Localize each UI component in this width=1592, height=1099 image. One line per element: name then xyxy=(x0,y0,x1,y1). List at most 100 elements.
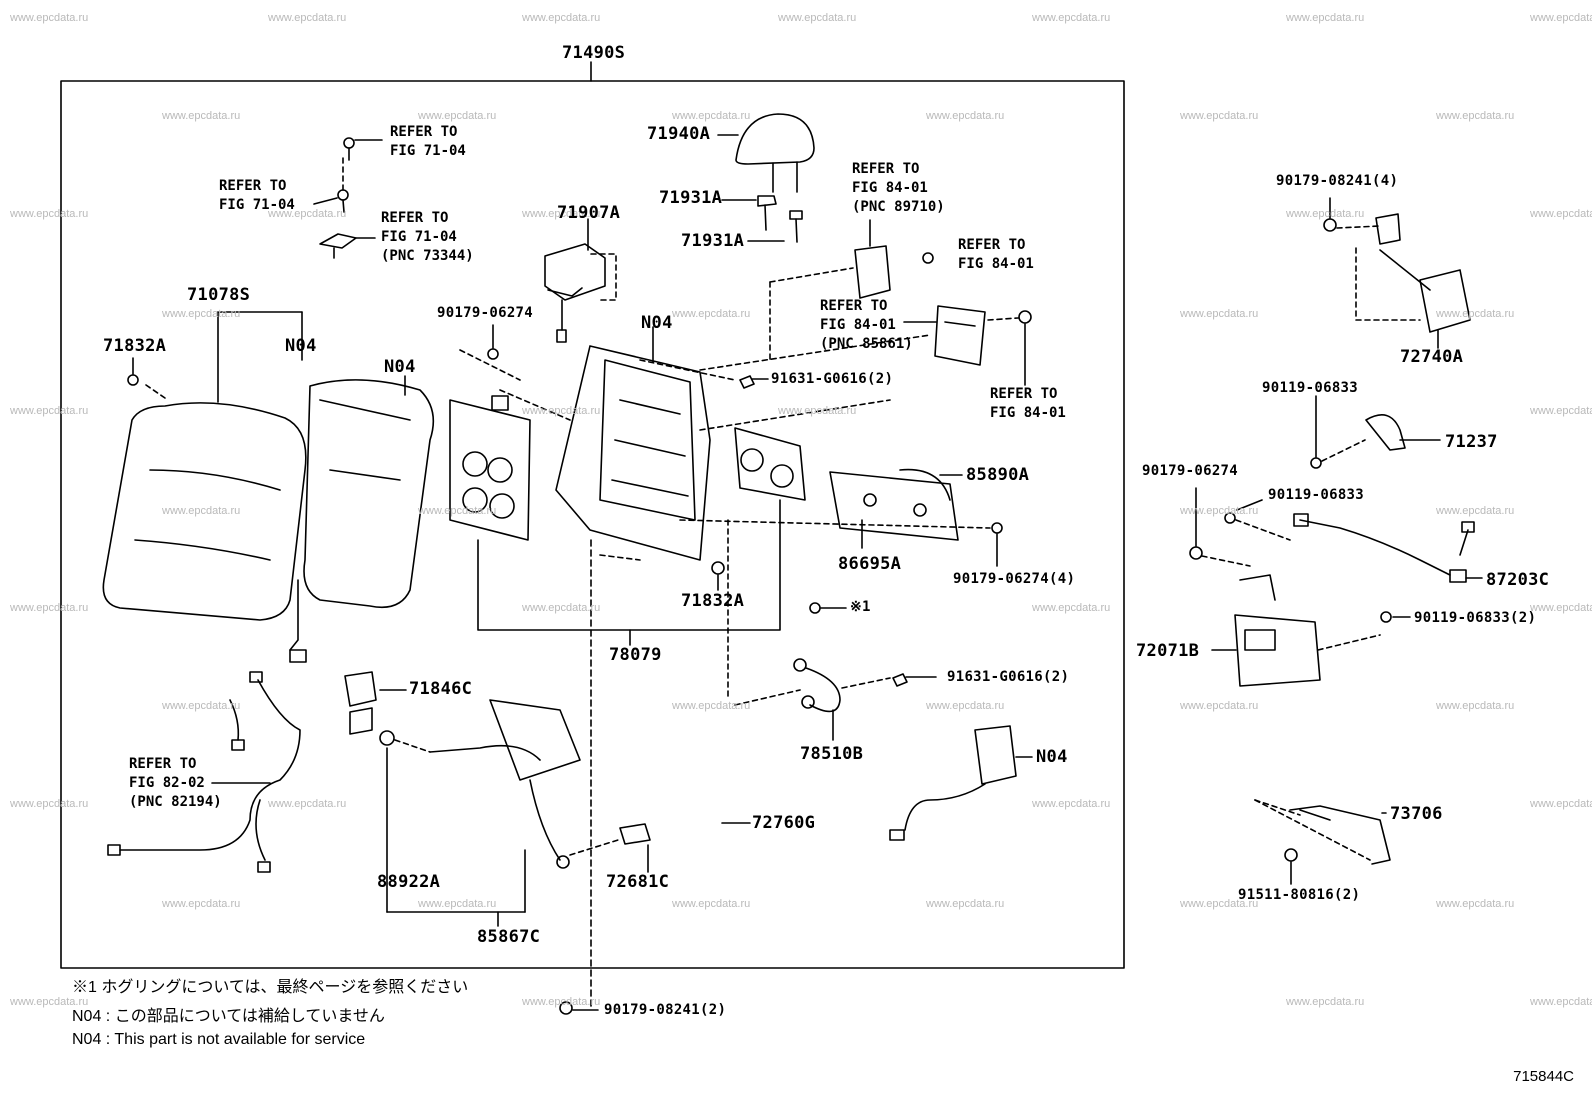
watermark: www.epcdata.ru xyxy=(418,898,497,910)
wire-78510B xyxy=(793,658,841,713)
lumbar-support-part xyxy=(829,468,959,541)
watermark: www.epcdata.ru xyxy=(1436,110,1515,122)
watermark: www.epcdata.ru xyxy=(522,208,601,220)
part-label[interactable]: 71931A xyxy=(659,188,723,208)
watermark: www.epcdata.ru xyxy=(1530,405,1592,417)
watermark: www.epcdata.ru xyxy=(268,12,347,24)
watermark: www.epcdata.ru xyxy=(10,602,89,614)
part-label[interactable]: 90179-06274(4) xyxy=(953,571,1076,587)
part-label[interactable]: 90179-06274 xyxy=(437,305,534,321)
footnote-n04-en: N04 : This part is not available for ser… xyxy=(72,1031,366,1048)
watermark: www.epcdata.ru xyxy=(1436,898,1515,910)
watermark: www.epcdata.ru xyxy=(268,798,347,810)
part-label[interactable]: 78079 xyxy=(609,645,662,665)
part-label[interactable]: 87203C xyxy=(1486,570,1550,590)
watermark: www.epcdata.ru xyxy=(1436,308,1515,320)
part-label[interactable]: 72681C xyxy=(606,872,670,892)
part-label[interactable]: 71078S xyxy=(187,285,251,305)
ecu-module-part xyxy=(854,245,891,299)
watermark: www.epcdata.ru xyxy=(268,208,347,220)
watermark: www.epcdata.ru xyxy=(1530,996,1592,1008)
part-label[interactable]: 86695A xyxy=(838,554,902,574)
watermark: www.epcdata.ru xyxy=(10,208,89,220)
part-label[interactable]: N04 xyxy=(384,357,416,377)
part-label[interactable]: 85867C xyxy=(477,927,541,947)
part-label[interactable]: 90119-06833(2) xyxy=(1414,610,1537,626)
watermark: www.epcdata.ru xyxy=(418,505,497,517)
lumbar-motor-part xyxy=(544,243,606,343)
watermark: www.epcdata.ru xyxy=(522,12,601,24)
part-label[interactable]: 90119-06833 xyxy=(1268,487,1365,503)
part-label[interactable]: 73706 xyxy=(1390,804,1443,824)
ecu-72071B xyxy=(1234,574,1321,687)
watermark: www.epcdata.ru xyxy=(1530,798,1592,810)
watermark: www.epcdata.ru xyxy=(1180,110,1259,122)
spring-leader xyxy=(477,499,781,631)
watermark: www.epcdata.ru xyxy=(1286,996,1365,1008)
watermark: www.epcdata.ru xyxy=(1286,208,1365,220)
headrest-part xyxy=(735,113,815,193)
part-label[interactable]: N04 xyxy=(641,313,673,333)
watermark: www.epcdata.ru xyxy=(1032,12,1111,24)
part-label[interactable]: 72071B xyxy=(1136,641,1200,661)
watermark: www.epcdata.ru xyxy=(926,110,1005,122)
harness-87203C xyxy=(1293,513,1475,583)
part-label[interactable]: 71832A xyxy=(103,336,167,356)
wire-harness-82-02 xyxy=(107,579,307,873)
part-label[interactable]: 91511-80816(2) xyxy=(1238,887,1361,903)
part-label[interactable]: 85890A xyxy=(966,465,1030,485)
part-label[interactable]: 90179-08241(2) xyxy=(604,1002,727,1018)
part-label[interactable]: N04 xyxy=(285,336,317,356)
watermark: www.epcdata.ru xyxy=(672,110,751,122)
watermark: www.epcdata.ru xyxy=(1032,602,1111,614)
seat-back-frame xyxy=(555,345,711,561)
part-label[interactable]: N04 xyxy=(1036,747,1068,767)
part-label[interactable]: 71907A xyxy=(557,203,621,223)
watermark: www.epcdata.ru xyxy=(926,898,1005,910)
watermark: www.epcdata.ru xyxy=(10,12,89,24)
footnote-n04-jp: N04 : この部品については補給していません xyxy=(72,1008,385,1025)
watermark: www.epcdata.ru xyxy=(10,798,89,810)
part-label[interactable]: 72760G xyxy=(752,813,816,833)
watermark: www.epcdata.ru xyxy=(1180,308,1259,320)
part-label[interactable]: 88922A xyxy=(377,872,441,892)
part-label[interactable]: 90119-06833 xyxy=(1262,380,1359,396)
part-label[interactable]: 71940A xyxy=(647,124,711,144)
watermark: www.epcdata.ru xyxy=(672,700,751,712)
seat-back-pad xyxy=(303,379,435,609)
watermark: www.epcdata.ru xyxy=(926,700,1005,712)
watermark: www.epcdata.ru xyxy=(1180,505,1259,517)
part-label[interactable]: 71931A xyxy=(681,231,745,251)
watermark: www.epcdata.ru xyxy=(418,110,497,122)
switch-part-71846C xyxy=(344,671,377,735)
part-label[interactable]: 90179-08241(4) xyxy=(1276,173,1399,189)
screw-group-top xyxy=(319,137,357,259)
watermark: www.epcdata.ru xyxy=(1530,208,1592,220)
recliner-harness-part xyxy=(379,699,651,869)
assembly-label[interactable]: 71490S xyxy=(562,43,626,63)
assembly-frame xyxy=(60,80,1125,969)
part-label[interactable]: 72740A xyxy=(1400,347,1464,367)
part-label[interactable]: 78510B xyxy=(800,744,864,764)
part-label[interactable]: ※1 xyxy=(850,599,871,615)
part-label[interactable]: 91631-G0616(2) xyxy=(947,669,1070,685)
watermark: www.epcdata.ru xyxy=(522,996,601,1008)
footnote-hog-ring: ※1 ホグリングについては、最終ページを参照ください xyxy=(72,979,469,996)
part-label[interactable]: 71237 xyxy=(1445,432,1498,452)
watermark: www.epcdata.ru xyxy=(778,405,857,417)
part-label[interactable]: 91631-G0616(2) xyxy=(771,371,894,387)
part-label[interactable]: 90179-06274 xyxy=(1142,463,1239,479)
watermark: www.epcdata.ru xyxy=(672,308,751,320)
part-label[interactable]: 71846C xyxy=(409,679,473,699)
watermark: www.epcdata.ru xyxy=(1436,700,1515,712)
part-label[interactable]: 71832A xyxy=(681,591,745,611)
